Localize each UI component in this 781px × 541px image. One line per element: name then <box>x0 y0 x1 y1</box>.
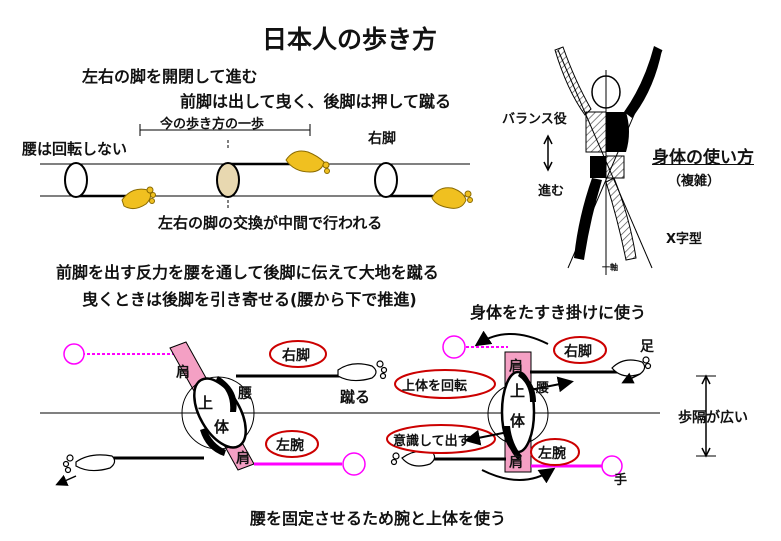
br-shoulder-top: 肩 <box>509 359 523 375</box>
footprint-2 <box>285 150 330 174</box>
bl-shoulder-top: 肩 <box>176 365 190 381</box>
br-title: 身体をたすき掛けに使う <box>470 303 647 322</box>
advance-label: 進む <box>538 184 565 199</box>
br-body: 体 <box>510 412 526 430</box>
footprint-bl-left <box>62 454 116 474</box>
br-right-leg: 右脚 <box>564 344 592 360</box>
stride-label: 歩隔が広い <box>678 410 748 426</box>
footprint-3 <box>431 187 473 209</box>
bottom-left-diagram <box>40 340 395 486</box>
step-label: 今の歩き方の一歩 <box>160 117 265 132</box>
br-shoulder-bottom: 肩 <box>509 455 523 471</box>
bl-kick: 蹴る <box>340 388 371 406</box>
br-upper: 上 <box>510 382 526 400</box>
bl-left-arm: 左腕 <box>276 438 304 454</box>
footprint-1 <box>121 186 156 210</box>
top-line-2: 前脚は出して曳く、後脚は押して蹴る <box>180 92 452 111</box>
bl-body: 体 <box>214 418 230 436</box>
br-hand: 手 <box>614 473 628 488</box>
bottom-right-diagram <box>386 330 716 484</box>
bl-upper: 上 <box>198 394 214 412</box>
footprint-br-right <box>611 356 652 377</box>
axis-label: 一軸 <box>602 263 618 272</box>
middle-line-1: 前脚を出す反力を腰を通して後脚に伝えて大地を蹴る <box>56 263 439 282</box>
footprint-bl-right <box>337 360 388 382</box>
waist-middle <box>216 162 240 198</box>
waist-label: 腰は回転しない <box>22 140 128 158</box>
waist-left <box>64 162 88 198</box>
balance-label: バランス役 <box>502 112 567 127</box>
br-left-arm: 左腕 <box>538 446 566 462</box>
waist-right <box>374 162 398 198</box>
bl-right-leg: 右脚 <box>282 348 310 364</box>
br-waist: 腰 <box>536 381 550 396</box>
x-shape-label: X字型 <box>666 232 703 247</box>
bl-waist: 腰 <box>238 386 252 402</box>
br-intent: 意識して出す <box>393 434 471 449</box>
page-title: 日本人の歩き方 <box>262 25 438 54</box>
footer-caption: 腰を固定させるため腕と上体を使う <box>250 509 507 528</box>
body-use-sub: （複雑） <box>668 174 721 189</box>
middle-line-2: 曳くときは後脚を引き寄せる(腰から下で推進) <box>82 290 417 309</box>
top-walk-diagram <box>40 124 473 210</box>
br-rotate: 上体を回転 <box>402 379 468 394</box>
right-leg-label: 右脚 <box>368 131 396 147</box>
top-line-1: 左右の脚を開閉して進む <box>82 67 258 86</box>
br-foot: 足 <box>640 339 654 355</box>
stick-figure <box>543 46 663 275</box>
body-use-title: 身体の使い方 <box>652 148 754 168</box>
exchange-label: 左右の脚の交換が中間で行われる <box>158 214 383 232</box>
bl-shoulder-bottom: 肩 <box>236 451 250 467</box>
